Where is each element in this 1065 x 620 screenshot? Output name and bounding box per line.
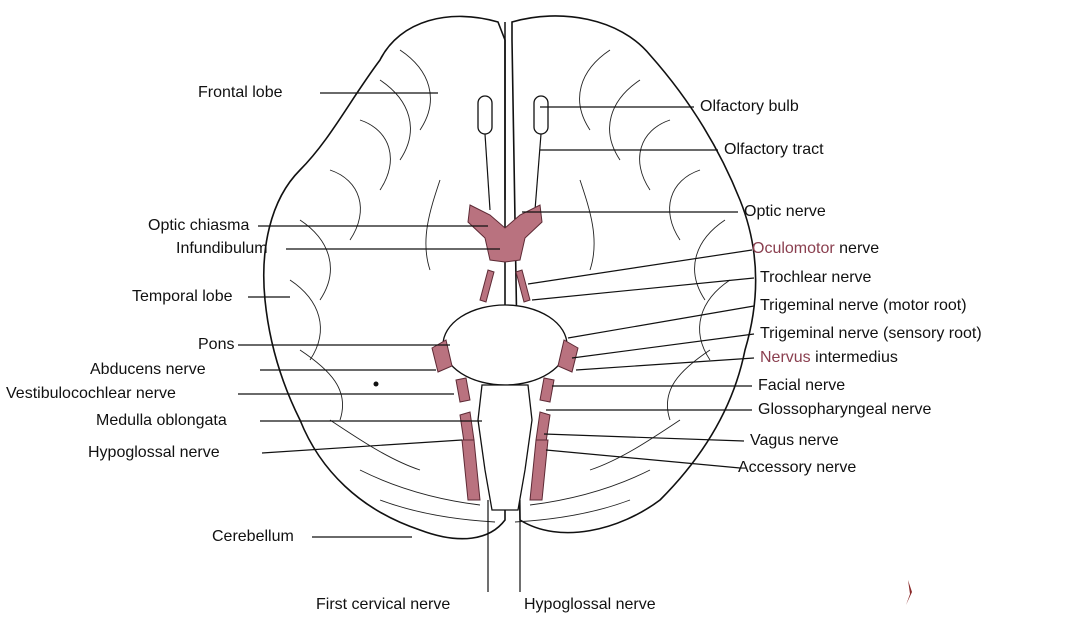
label-pons: Pons bbox=[198, 336, 234, 354]
nervus-rest: intermedius bbox=[811, 349, 898, 366]
label-facial-nerve: Facial nerve bbox=[758, 377, 845, 395]
label-vagus-nerve: Vagus nerve bbox=[750, 432, 839, 450]
label-temporal-lobe: Temporal lobe bbox=[132, 288, 233, 306]
label-cerebellum: Cerebellum bbox=[212, 528, 294, 546]
oculomotor-rest: nerve bbox=[835, 240, 879, 257]
label-accessory-nerve: Accessory nerve bbox=[738, 459, 856, 477]
label-olfactory-bulb: Olfactory bulb bbox=[700, 98, 799, 116]
label-oculomotor-nerve: Oculomotor nerve bbox=[752, 240, 879, 258]
red-mark bbox=[906, 580, 912, 605]
label-glossopharyngeal-nerve: Glossopharyngeal nerve bbox=[758, 401, 931, 419]
label-hypoglossal-nerve-left: Hypoglossal nerve bbox=[88, 444, 220, 462]
label-trochlear-nerve: Trochlear nerve bbox=[760, 269, 871, 287]
label-medulla-oblongata: Medulla oblongata bbox=[96, 412, 227, 430]
label-infundibulum: Infundibulum bbox=[176, 240, 268, 258]
label-frontal-lobe: Frontal lobe bbox=[198, 84, 283, 102]
small-dot bbox=[374, 382, 379, 387]
label-hypoglossal-nerve-bottom: Hypoglossal nerve bbox=[524, 596, 656, 614]
label-first-cervical-nerve: First cervical nerve bbox=[316, 596, 450, 614]
label-optic-nerve: Optic nerve bbox=[744, 203, 826, 221]
label-trigeminal-motor: Trigeminal nerve (motor root) bbox=[760, 297, 967, 315]
label-optic-chiasma: Optic chiasma bbox=[148, 217, 249, 235]
label-vestibulocochlear-nerve: Vestibulocochlear nerve bbox=[6, 385, 176, 403]
oculomotor-highlight: Oculomotor bbox=[752, 240, 835, 257]
pons-shape bbox=[443, 305, 567, 385]
label-trigeminal-sensory: Trigeminal nerve (sensory root) bbox=[760, 325, 982, 343]
label-olfactory-tract: Olfactory tract bbox=[724, 141, 824, 159]
label-nervus-intermedius: Nervus intermedius bbox=[760, 349, 898, 367]
label-abducens-nerve: Abducens nerve bbox=[90, 361, 206, 379]
nervus-highlight: Nervus bbox=[760, 349, 811, 366]
right-hemisphere bbox=[512, 16, 756, 533]
